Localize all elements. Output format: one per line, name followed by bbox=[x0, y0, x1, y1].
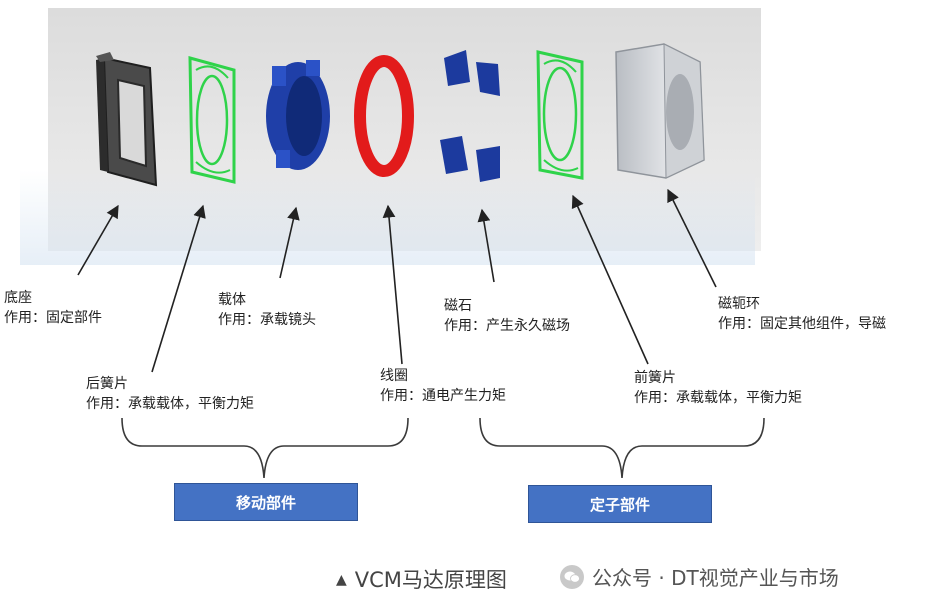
yoke-part bbox=[615, 43, 705, 179]
label-rear-spring-name: 后簧片 bbox=[86, 376, 128, 392]
figure-caption-text: VCM马达原理图 bbox=[354, 568, 507, 592]
bracket-stator bbox=[479, 417, 765, 479]
label-base-name: 底座 bbox=[4, 290, 32, 306]
carrier-part bbox=[266, 60, 330, 170]
magnet-part bbox=[440, 50, 500, 182]
coil-part bbox=[354, 55, 414, 177]
label-base: 底座 作用：固定部件 bbox=[4, 288, 102, 328]
label-yoke-function: 作用：固定其他组件，导磁 bbox=[718, 316, 886, 332]
watermark-text: 公众号 · DT视觉产业与市场 bbox=[592, 566, 839, 590]
group-moving-parts: 移动部件 bbox=[174, 483, 358, 521]
bracket-moving bbox=[121, 417, 409, 479]
arrow-rear-spring bbox=[151, 204, 206, 373]
group-brackets bbox=[121, 417, 765, 479]
label-rear-spring: 后簧片 作用：承载载体，平衡力矩 bbox=[86, 374, 254, 414]
triangle-up-icon: ▲ bbox=[336, 572, 347, 588]
arrow-magnet bbox=[477, 208, 495, 283]
arrow-base bbox=[77, 204, 119, 276]
label-rear-spring-function: 作用：承载载体，平衡力矩 bbox=[86, 396, 254, 412]
label-coil-name: 线圈 bbox=[380, 368, 408, 384]
arrow-yoke bbox=[667, 188, 717, 288]
label-coil-function: 作用：通电产生力矩 bbox=[380, 388, 506, 404]
label-front-spring: 前簧片 作用：承载载体，平衡力矩 bbox=[634, 368, 802, 408]
arrow-front-spring bbox=[571, 194, 649, 365]
group-stator-parts: 定子部件 bbox=[528, 485, 712, 523]
label-carrier: 载体 作用：承载镜头 bbox=[218, 290, 316, 330]
label-magnet-function: 作用：产生永久磁场 bbox=[444, 318, 570, 334]
label-base-function: 作用：固定部件 bbox=[4, 310, 102, 326]
arrow-carrier bbox=[279, 206, 300, 279]
label-yoke-name: 磁轭环 bbox=[718, 296, 760, 312]
label-carrier-function: 作用：承载镜头 bbox=[218, 312, 316, 328]
label-front-spring-name: 前簧片 bbox=[634, 370, 676, 386]
label-magnet-name: 磁石 bbox=[444, 298, 472, 314]
front-spring-part bbox=[536, 50, 584, 180]
wechat-icon bbox=[560, 564, 584, 589]
watermark: 公众号 · DT视觉产业与市场 bbox=[560, 562, 839, 591]
label-front-spring-function: 作用：承载载体，平衡力矩 bbox=[634, 390, 802, 406]
base-part bbox=[96, 52, 158, 187]
label-yoke: 磁轭环 作用：固定其他组件，导磁 bbox=[718, 294, 886, 334]
figure-caption: ▲ VCM马达原理图 bbox=[336, 564, 507, 594]
label-magnet: 磁石 作用：产生永久磁场 bbox=[444, 296, 570, 336]
rear-spring-part bbox=[188, 56, 236, 184]
arrow-coil bbox=[382, 204, 403, 365]
label-carrier-name: 载体 bbox=[218, 292, 246, 308]
label-coil: 线圈 作用：通电产生力矩 bbox=[380, 366, 506, 406]
pointer-arrows bbox=[77, 188, 717, 373]
